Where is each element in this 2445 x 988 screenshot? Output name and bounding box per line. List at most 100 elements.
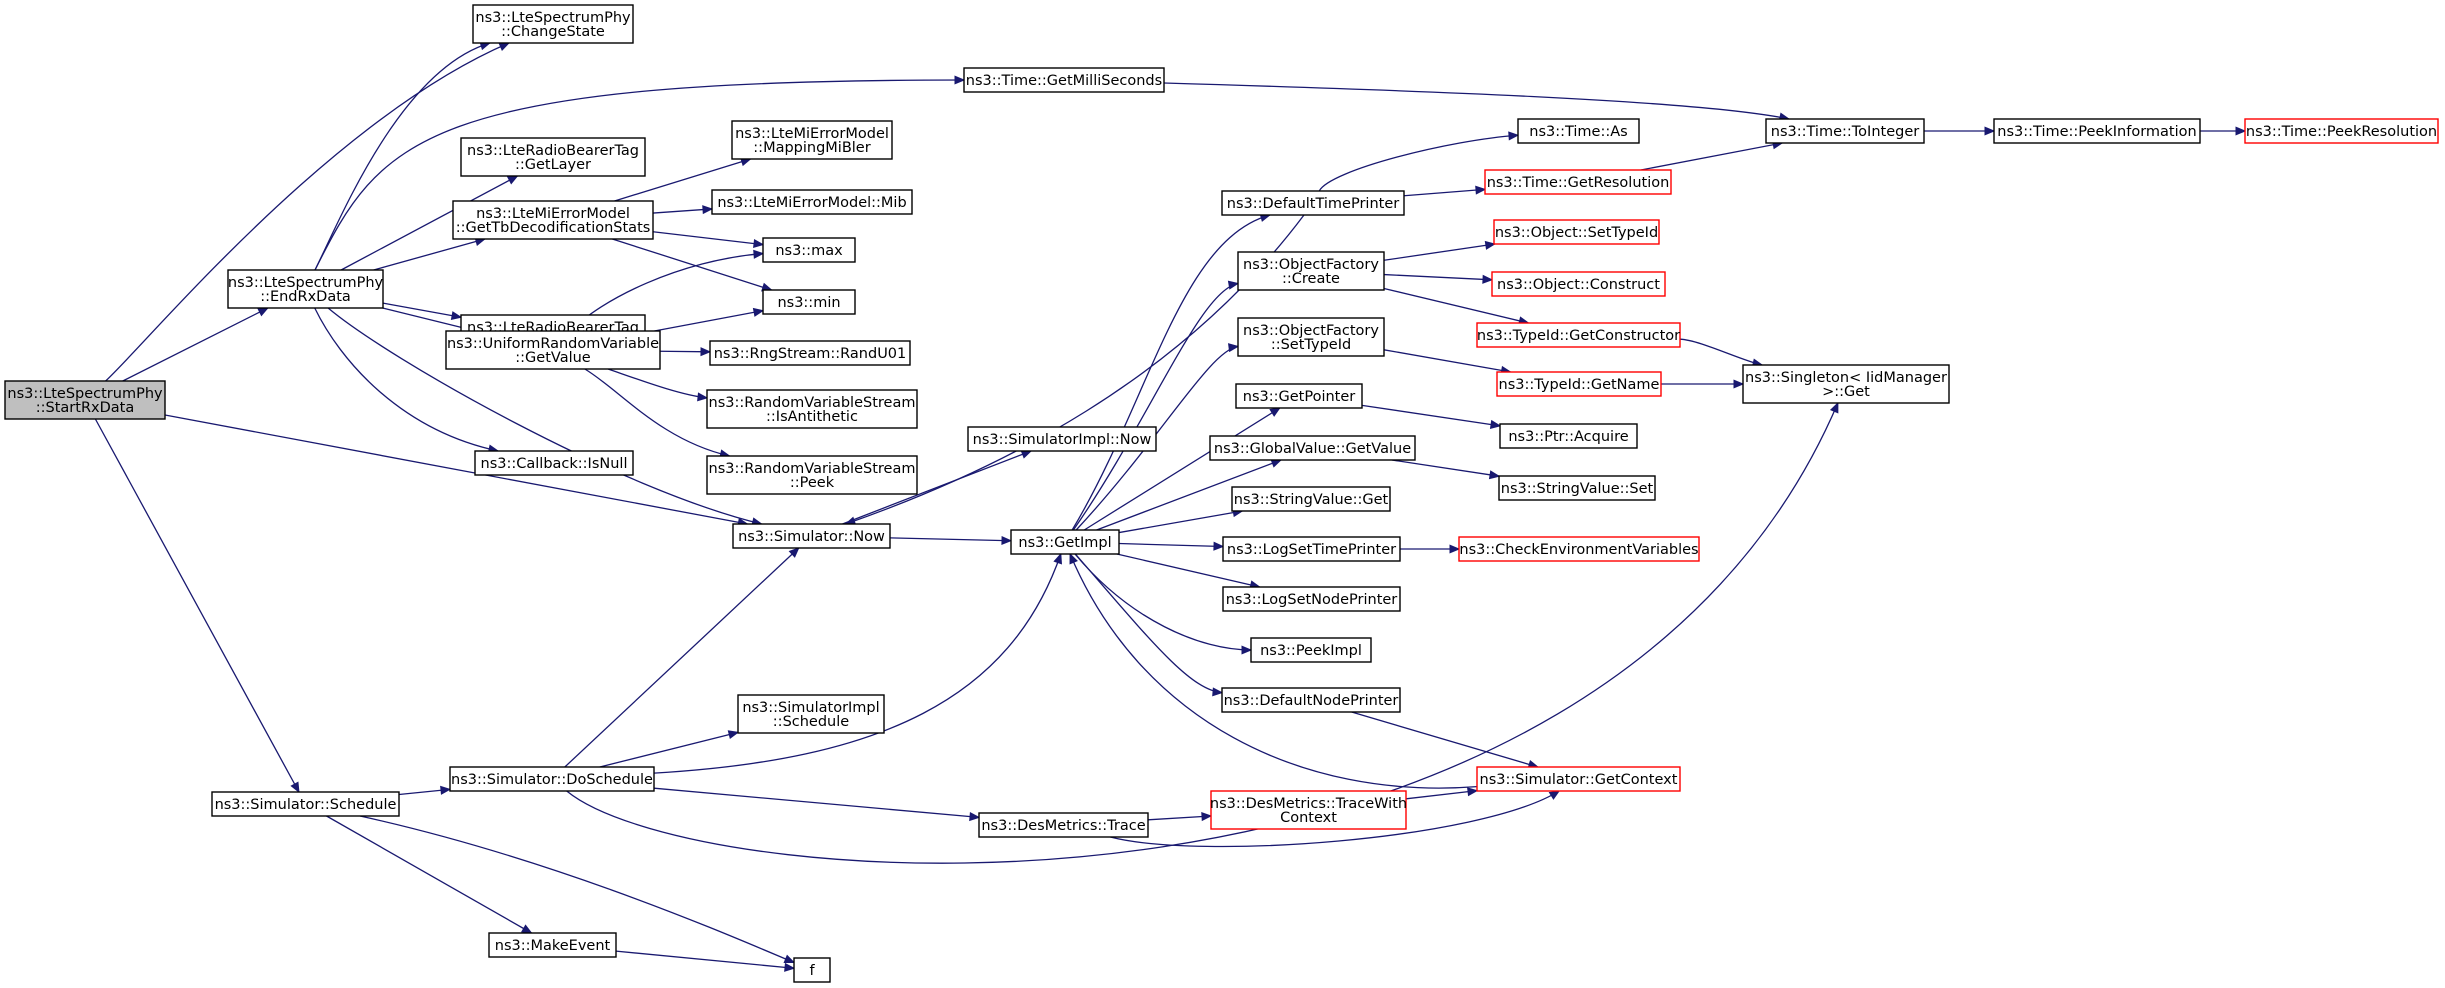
edge-line — [614, 158, 751, 202]
edge-defaulttp-to-timeas — [1318, 131, 1520, 192]
node-svset[interactable]: ns3::StringValue::Set — [1498, 475, 1656, 501]
node-label-line: ns3::LteSpectrumPhy — [7, 386, 163, 402]
node-logsettp[interactable]: ns3::LogSetTimePrinter — [1222, 536, 1401, 562]
edge-gettb-to-mapping — [614, 157, 752, 202]
edge-arrowhead — [1213, 541, 1225, 551]
node-gvgetvalue[interactable]: ns3::GlobalValue::GetValue — [1209, 435, 1416, 461]
edge-urvget-to-min — [654, 307, 765, 332]
edge-desmtrace-to-getcontext — [1110, 790, 1561, 848]
node-box — [706, 455, 918, 495]
node-label-line: ns3::Simulator::Now — [738, 529, 885, 545]
edge-line — [314, 307, 499, 452]
node-label-line: ns3::LteSpectrumPhy — [475, 10, 631, 26]
node-box — [2244, 118, 2439, 144]
edge-line — [566, 402, 1839, 864]
node-ofsettid[interactable]: ns3::ObjectFactory::SetTypeId — [1237, 317, 1385, 357]
edge-line — [1074, 553, 1223, 694]
node-box — [1235, 383, 1363, 409]
edge-arrowhead — [257, 307, 269, 317]
node-box — [1250, 637, 1372, 663]
node-logsetnp[interactable]: ns3::LogSetNodePrinter — [1222, 586, 1401, 612]
node-gettb[interactable]: ns3::LteMiErrorModel::GetTbDecodificatio… — [452, 200, 654, 240]
node-label-line: ns3::CheckEnvironmentVariables — [1459, 542, 1698, 558]
node-getcontext[interactable]: ns3::Simulator::GetContext — [1476, 766, 1681, 792]
node-peekres[interactable]: ns3::Time::PeekResolution — [2244, 118, 2439, 144]
node-objsettid[interactable]: ns3::Object::SetTypeId — [1493, 219, 1660, 245]
edge-getimpl-to-getpointer — [1083, 407, 1281, 531]
node-defaultnp[interactable]: ns3::DefaultNodePrinter — [1221, 687, 1401, 713]
node-f[interactable]: f — [793, 957, 831, 983]
node-label-line: ns3::Time::GetResolution — [1487, 175, 1670, 191]
node-label-line: ns3::Time::GetMilliSeconds — [966, 73, 1162, 89]
node-label-line: ns3::ObjectFactory — [1243, 257, 1379, 273]
edge-line — [607, 368, 708, 399]
node-simimplnow[interactable]: ns3::SimulatorImpl::Now — [967, 426, 1157, 452]
node-box — [1221, 190, 1405, 216]
node-simnow[interactable]: ns3::Simulator::Now — [732, 523, 891, 549]
node-startrx[interactable]: ns3::LteSpectrumPhy::StartRxData — [4, 380, 166, 420]
node-getpointer[interactable]: ns3::GetPointer — [1235, 383, 1363, 409]
node-ptracquire[interactable]: ns3::Ptr::Acquire — [1499, 423, 1638, 449]
edge-getimpl-to-peekimpl — [1074, 553, 1253, 655]
node-mib[interactable]: ns3::LteMiErrorModel::Mib — [711, 189, 913, 215]
node-isanti[interactable]: ns3::RandomVariableStream::IsAntithetic — [706, 389, 918, 429]
node-randu01[interactable]: ns3::RngStream::RandU01 — [709, 340, 911, 366]
node-label-line: ns3::Time::PeekInformation — [1997, 124, 2196, 140]
node-timeas[interactable]: ns3::Time::As — [1517, 118, 1640, 144]
edge-arrowhead — [954, 75, 966, 85]
node-objconstruct[interactable]: ns3::Object::Construct — [1491, 271, 1666, 297]
edge-arrowhead — [1001, 535, 1013, 546]
edge-line — [1072, 282, 1239, 531]
node-defaulttp[interactable]: ns3::DefaultTimePrinter — [1221, 190, 1405, 216]
node-rvspeek[interactable]: ns3::RandomVariableStream::Peek — [706, 455, 918, 495]
edge-line — [842, 450, 1032, 525]
edge-arrowhead — [1212, 687, 1224, 697]
node-singleton[interactable]: ns3::Singleton< IidManager >::Get — [1742, 364, 1950, 404]
node-label-line: ns3::Object::Construct — [1497, 277, 1660, 293]
node-tidgetname[interactable]: ns3::TypeId::GetName — [1496, 371, 1662, 397]
node-box — [1231, 486, 1391, 512]
node-label-line: ns3::LteMiErrorModel — [735, 126, 889, 142]
node-label-line: ns3::StringValue::Get — [1234, 492, 1389, 508]
node-peekimpl[interactable]: ns3::PeekImpl — [1250, 637, 1372, 663]
node-checkenv[interactable]: ns3::CheckEnvironmentVariables — [1458, 536, 1700, 562]
edge-makeevent-to-f — [615, 950, 796, 972]
node-desmtrace[interactable]: ns3::DesMetrics::Trace — [978, 812, 1149, 838]
node-label-line: ::Schedule — [773, 714, 849, 730]
node-box — [731, 120, 893, 160]
edge-arrowhead — [784, 962, 796, 972]
edge-arrowhead — [783, 954, 796, 964]
edge-line — [1116, 553, 1260, 588]
edge-line — [1318, 134, 1519, 192]
node-changestate[interactable]: ns3::LteSpectrumPhy::ChangeState — [472, 4, 634, 44]
node-svget[interactable]: ns3::StringValue::Get — [1231, 486, 1391, 512]
node-getmilli[interactable]: ns3::Time::GetMilliSeconds — [963, 67, 1165, 93]
node-urvget[interactable]: ns3::UniformRandomVariable::GetValue — [445, 330, 661, 370]
node-label-line: ::IsAntithetic — [766, 409, 858, 425]
node-peekinfo[interactable]: ns3::Time::PeekInformation — [1993, 118, 2201, 144]
node-getimpl[interactable]: ns3::GetImpl — [1010, 529, 1120, 555]
edge-line — [314, 42, 490, 271]
node-min[interactable]: ns3::min — [762, 289, 856, 315]
node-cbisnull[interactable]: ns3::Callback::IsNull — [474, 450, 634, 476]
node-makeevent[interactable]: ns3::MakeEvent — [488, 932, 617, 958]
node-schedule[interactable]: ns3::Simulator::Schedule — [211, 791, 400, 817]
edge-arrowhead — [1241, 645, 1253, 655]
edge-arrowhead — [2235, 126, 2247, 136]
node-tidgetctor[interactable]: ns3::TypeId::GetConstructor — [1476, 322, 1681, 348]
node-endrx[interactable]: ns3::LteSpectrumPhy::EndRxData — [227, 269, 384, 309]
edge-layer — [94, 41, 2247, 972]
node-ofcreate[interactable]: ns3::ObjectFactory::Create — [1237, 251, 1385, 291]
node-label-line: ::GetLayer — [515, 157, 591, 173]
node-box — [1010, 529, 1120, 555]
edge-endrx-to-gettb — [373, 237, 487, 271]
node-dosched[interactable]: ns3::Simulator::DoSchedule — [449, 766, 655, 792]
node-simimplsched[interactable]: ns3::SimulatorImpl::Schedule — [737, 694, 885, 734]
node-tointeger[interactable]: ns3::Time::ToInteger — [1765, 118, 1925, 144]
node-getlayer[interactable]: ns3::LteRadioBearerTag::GetLayer — [460, 137, 646, 177]
node-getres[interactable]: ns3::Time::GetResolution — [1484, 169, 1672, 195]
node-max[interactable]: ns3::max — [762, 237, 856, 263]
node-mapping[interactable]: ns3::LteMiErrorModel::MappingMiBler — [731, 120, 893, 160]
edge-line — [340, 175, 518, 271]
